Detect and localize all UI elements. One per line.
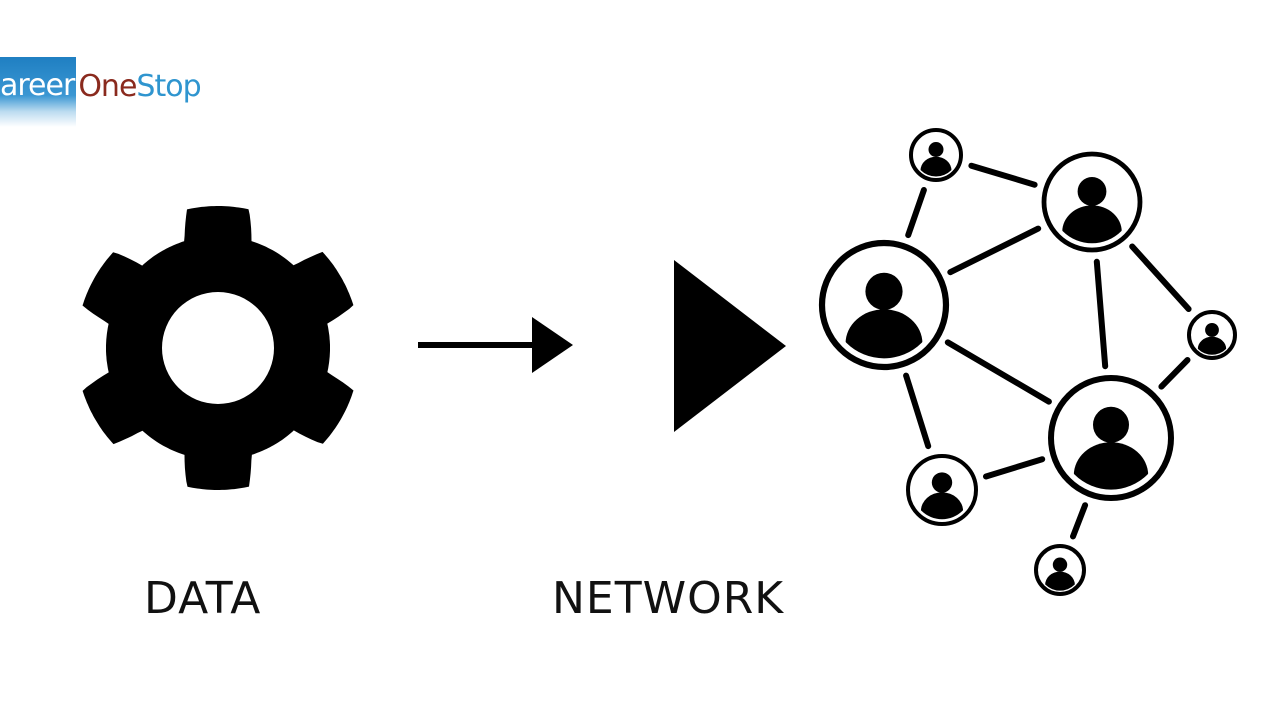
arrow-right-icon <box>418 317 573 373</box>
person-icon <box>920 142 952 177</box>
person-icon <box>1062 177 1122 244</box>
network-link <box>1070 502 1089 540</box>
gear-icon <box>82 206 354 490</box>
logo-blue-block: areer <box>0 57 77 127</box>
network-link <box>947 225 1042 276</box>
network-link <box>1158 357 1191 390</box>
network-link <box>905 187 927 239</box>
network-link <box>944 339 1052 405</box>
network-link <box>903 372 932 450</box>
logo-text-one: One <box>78 68 137 104</box>
network-link <box>1129 243 1192 312</box>
logo-text-stop: Stop <box>136 68 201 104</box>
person-node-small-top <box>909 128 963 182</box>
network-link <box>1093 258 1109 370</box>
person-node-large-left <box>818 239 950 371</box>
label-network: NETWORK <box>552 573 785 624</box>
person-icon <box>1073 406 1149 490</box>
person-icon <box>1045 557 1075 591</box>
label-data: DATA <box>144 573 262 624</box>
person-icon <box>920 472 964 520</box>
person-node-large-bottom-right <box>1048 375 1174 501</box>
person-icon <box>845 272 923 359</box>
logo-text-career: areer <box>0 68 75 103</box>
play-triangle-icon <box>674 260 786 432</box>
person-node-small-bottom-left <box>906 454 978 526</box>
person-node-large-top-right <box>1041 151 1143 253</box>
network-link <box>983 456 1046 480</box>
network-link <box>968 162 1038 188</box>
people-network-icon <box>818 128 1237 596</box>
person-icon <box>1197 323 1227 355</box>
person-node-small-bottom <box>1034 544 1086 596</box>
person-node-small-right <box>1187 310 1237 360</box>
